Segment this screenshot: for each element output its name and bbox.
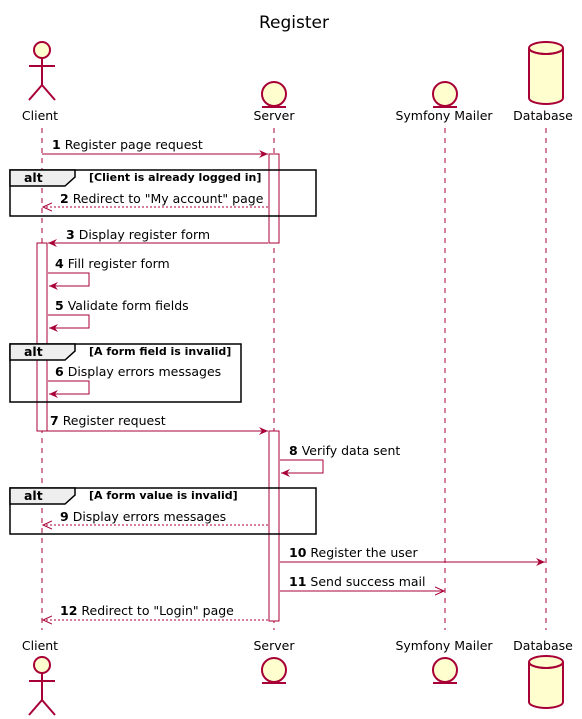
svg-text:12 Redirect to "Login" page: 12 Redirect to "Login" page [60,603,234,618]
alt-operator: alt [24,488,43,503]
alt-fragment: alt [A form value is invalid] [9,487,317,535]
svg-text:11 Send success mail: 11 Send success mail [289,574,426,589]
svg-text:6 Display errors messages: 6 Display errors messages [55,364,221,379]
message-number: 2 [60,191,69,206]
svg-text:7 Register request: 7 Register request [50,413,166,428]
message-number: 12 [60,603,77,618]
svg-text:2 Redirect to "My account" pag: 2 Redirect to "My account" page [60,191,264,206]
svg-text:3 Display register form: 3 Display register form [66,227,210,242]
message-number: 4 [55,256,64,271]
participant-database-bottom: Database [513,638,573,653]
participant-server-bottom: Server [254,638,296,653]
message-label: Redirect to "Login" page [81,603,234,618]
message-label: Register the user [310,545,418,560]
message: 9 Display errors messages [43,509,268,525]
alt-fragment: alt [Client is already logged in] [9,169,317,217]
message: 1 Register page request [42,137,268,158]
message-label: Fill register form [68,256,170,271]
message-label: Display register form [79,227,210,242]
message-label: Validate form fields [68,298,189,313]
client-actor-icon [28,656,56,716]
svg-text:4 Fill register form: 4 Fill register form [55,256,170,271]
message-label: Display errors messages [68,364,222,379]
message-number: 7 [50,413,59,428]
alt-operator: alt [24,170,43,185]
alt-guard: [Client is already logged in] [89,171,261,184]
svg-text:8 Verify data sent: 8 Verify data sent [289,443,400,458]
message-label: Send success mail [310,574,425,589]
participant-mailer-top: Symfony Mailer [395,108,493,123]
mailer-entity-icon [432,657,458,684]
message: 3 Display register form [48,227,268,247]
svg-text:10 Register the user: 10 Register the user [289,545,418,560]
message: 8 Verify data sent [280,443,400,477]
message-label: Register page request [65,137,203,152]
server-activation [268,153,280,244]
message-label: Verify data sent [302,443,401,458]
participant-database-top: Database [513,108,573,123]
alt-operator: alt [24,344,43,359]
mailer-entity-icon [432,81,458,108]
message-number: 11 [289,574,306,589]
message-number: 3 [66,227,75,242]
client-activation [36,242,48,432]
participant-server-top: Server [254,108,296,123]
message: 5 Validate form fields [48,298,189,332]
server-entity-icon [261,657,287,684]
message-number: 1 [52,137,61,152]
participant-client-bottom: Client [22,638,58,653]
diagram-title: Register [259,13,329,33]
message-number: 8 [289,443,298,458]
svg-text:5 Validate form fields: 5 Validate form fields [55,298,189,313]
message-number: 9 [60,509,69,524]
message-label: Display errors messages [73,509,227,524]
message: 10 Register the user [280,545,545,566]
message: 2 Redirect to "My account" page [43,191,268,207]
alt-fragment: alt [A form field is invalid] [9,343,242,403]
message: 6 Display errors messages [48,364,221,398]
message-number: 6 [55,364,64,379]
database-icon [528,41,564,105]
svg-text:9 Display errors messages: 9 Display errors messages [60,509,226,524]
alt-guard: [A form value is invalid] [89,489,238,502]
client-actor-icon [28,41,56,101]
message: 7 Register request [47,413,268,435]
server-entity-icon [261,81,287,108]
participant-client-top: Client [22,108,58,123]
svg-text:1 Register page request: 1 Register page request [52,137,203,152]
message: 12 Redirect to "Login" page [43,603,268,620]
message-label: Redirect to "My account" page [73,191,264,206]
message-number: 5 [55,298,64,313]
alt-guard: [A form field is invalid] [89,345,231,358]
message-label: Register request [63,413,166,428]
participant-mailer-bottom: Symfony Mailer [395,638,493,653]
message-number: 10 [289,545,307,560]
message: 11 Send success mail [280,574,444,591]
server-activation [268,430,280,622]
message: 4 Fill register form [48,256,170,290]
database-icon [528,655,564,709]
